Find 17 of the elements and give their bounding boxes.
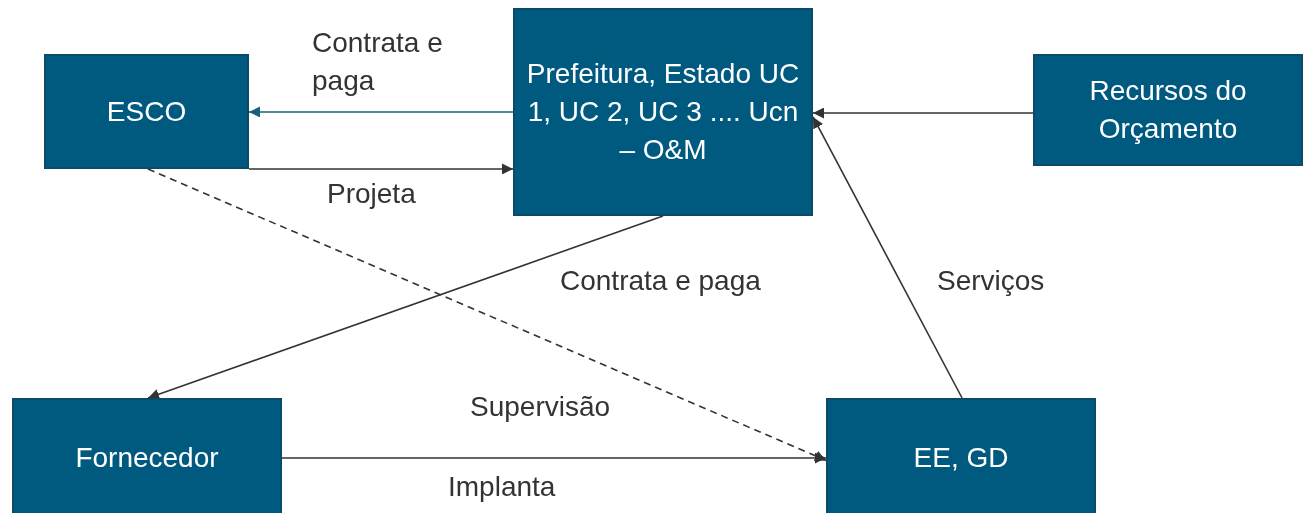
arrow (281, 452, 827, 464)
node-label: ESCO (106, 94, 187, 129)
process-box (12, 398, 282, 513)
arrow (812, 107, 1034, 119)
process-box (826, 398, 1096, 513)
arrow (147, 168, 827, 462)
node-label: EE, GD (913, 441, 1009, 475)
arrow (147, 215, 664, 400)
process-box (1033, 54, 1303, 166)
arrow (248, 106, 514, 118)
arrow (812, 116, 963, 399)
node-label: Recursos do Orçamento (1088, 74, 1248, 146)
node-label: Fornecedor (75, 441, 219, 475)
process-box (513, 8, 813, 216)
node-label: Prefeitura, Estado UC 1, UC 2, UC 3 .... Ucn – O&M (525, 57, 801, 167)
process-box (44, 54, 249, 169)
arrow (248, 163, 514, 175)
